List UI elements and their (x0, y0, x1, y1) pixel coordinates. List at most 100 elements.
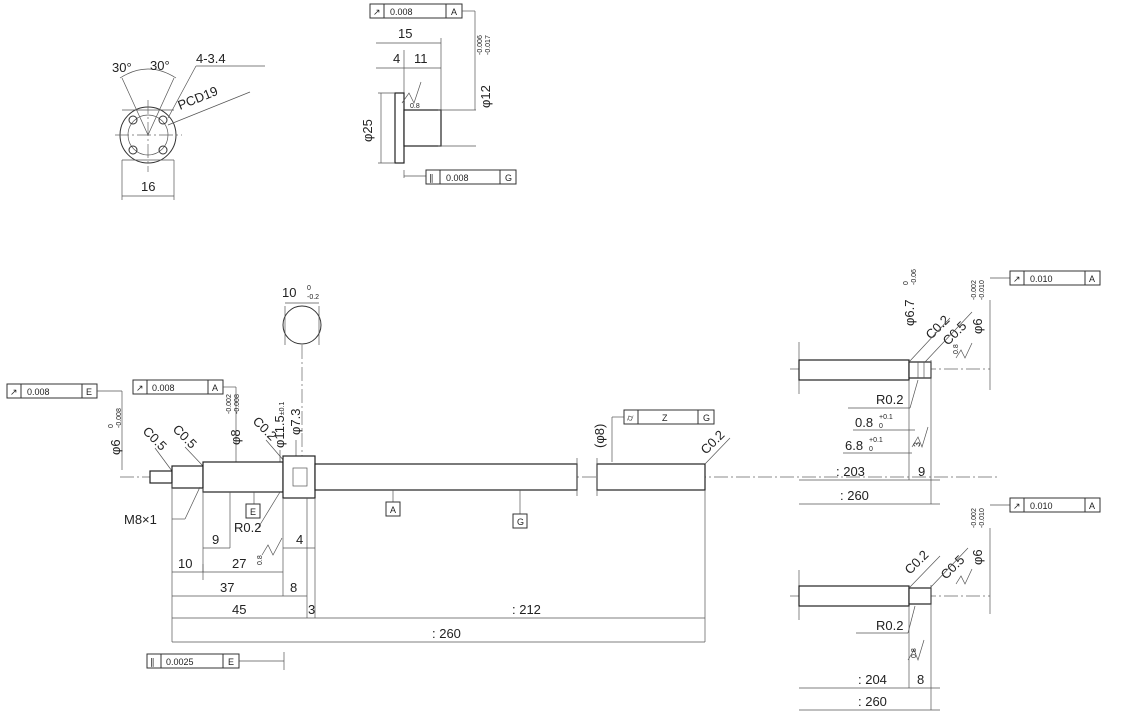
fcf-datum: A (212, 383, 218, 393)
dim-45: 45 (232, 602, 246, 617)
shaft-tip (149, 470, 173, 484)
fcf-symbol: ↗ (10, 387, 18, 397)
c02-right: C0.2 (698, 427, 728, 457)
fcf-symbol: ⌭ (627, 413, 634, 423)
dia-12-upper: -0.006 (477, 35, 484, 55)
fcf-runout-top: ↗ 0.008 A (369, 3, 476, 110)
end-view: 30° 30° 4-3.4 PCD19 16 (112, 51, 265, 200)
angle-left-label: 30° (112, 60, 132, 75)
fcf-tolerance: Z (662, 413, 668, 423)
dia-6-bottom: φ6 (970, 549, 985, 565)
section-dim: 10 (282, 285, 296, 300)
fcf-tolerance: 0.008 (27, 387, 50, 397)
dia-6-top-upper: -0.002 (971, 280, 978, 300)
fcf-datum: G (505, 173, 512, 183)
dia-12-lower: -0.017 (485, 35, 492, 55)
dia-6-7-lower: -0.06 (911, 269, 918, 285)
r02-top: R0.2 (876, 392, 903, 407)
fcf-profile-right: ⌭ Z G (611, 409, 715, 462)
bearing-journal (202, 461, 284, 493)
thread-section (171, 465, 204, 489)
flange-view: ↗ 0.008 A 15 4 11 φ25 φ12 -0.006 -0.017 … (360, 3, 517, 185)
dim-212: : 212 (512, 602, 541, 617)
dim-4: 4 (393, 51, 400, 66)
fcf-datum: A (1089, 501, 1095, 511)
fcf-tolerance: 0.008 (390, 7, 413, 17)
fcf-parallel-bottom: ∥ 0.0025 E (146, 652, 285, 670)
dim-37: 37 (220, 580, 234, 595)
section-tol-lower: -0.2 (307, 294, 319, 301)
ra-bottom: 0.8 (911, 648, 918, 658)
dim-11: 11 (414, 51, 428, 66)
dia-7-3: φ7.3 (288, 408, 303, 435)
dim-0-8: 0.8 (855, 415, 873, 430)
dim-0-8-tol-lower: 0 (879, 423, 883, 430)
fcf-symbol: ∥ (150, 657, 155, 667)
dia-8-upper: -0.002 (226, 394, 233, 414)
dim-6-8: 6.8 (845, 438, 863, 453)
datum-g: G (517, 517, 524, 527)
dim-9: 9 (212, 532, 219, 547)
dia-6-bottom-upper: -0.002 (971, 508, 978, 528)
dia-6-lower: -0.008 (116, 408, 123, 428)
dia-6-top: φ6 (970, 318, 985, 334)
dim-8: 8 (290, 580, 297, 595)
detail-shaft (798, 585, 910, 607)
r02-label: R0.2 (234, 520, 261, 535)
dim-260-bottom: : 260 (858, 694, 887, 709)
dia-6-upper: 0 (108, 424, 115, 428)
datum-e: E (250, 507, 256, 517)
dia-12: φ12 (478, 85, 493, 108)
r02-bottom: R0.2 (876, 618, 903, 633)
fcf-datum: E (228, 657, 234, 667)
width-dim: 16 (141, 179, 155, 194)
dia-6-7-upper: 0 (903, 281, 910, 285)
dim-260-top: : 260 (840, 488, 869, 503)
flange-body (394, 92, 405, 164)
fcf-datum: E (86, 387, 92, 397)
dia-11-5: φ11.5±0.1 (272, 402, 287, 448)
detail-groove (908, 587, 932, 605)
dim-6-8-tol-lower: 0 (869, 446, 873, 453)
fcf-symbol: ↗ (373, 7, 381, 17)
section-circle (282, 305, 322, 345)
angle-right-label: 30° (150, 58, 170, 73)
fcf-symbol: ↗ (1013, 274, 1021, 284)
c05-b: C0.5 (170, 422, 200, 452)
fcf-runout-left: ↗ 0.008 E (6, 383, 123, 470)
c05-a: C0.5 (140, 424, 170, 454)
dim-204: : 204 (858, 672, 887, 687)
ra-top-small: 0.8 (953, 344, 960, 354)
fcf-tolerance: 0.010 (1030, 501, 1053, 511)
fcf-symbol: ↗ (136, 383, 144, 393)
bolt-hole (158, 145, 168, 155)
section-tol-upper: 0 (307, 285, 311, 292)
dia-8: φ8 (228, 429, 243, 445)
fcf-tolerance: 0.010 (1030, 274, 1053, 284)
bolt-hole (158, 115, 168, 125)
fcf-tolerance: 0.008 (152, 383, 175, 393)
fcf-parallel-bottom: ∥ 0.008 G (403, 169, 517, 185)
fcf-tolerance: 0.0025 (166, 657, 194, 667)
dim-9-top: 9 (918, 464, 925, 479)
fcf-runout-detail-bottom: ↗ 0.010 A (990, 497, 1101, 513)
bolt-hole (128, 115, 138, 125)
dia-8-lower: -0.008 (234, 394, 241, 414)
fcf-runout-detail-top: ↗ 0.010 A (990, 270, 1101, 286)
fcf-tolerance: 0.008 (446, 173, 469, 183)
dim-203: : 203 (836, 464, 865, 479)
dim-8-bottom: 8 (917, 672, 924, 687)
detail-bottom: C0.2 C0.5 φ6 -0.002 -0.010 ↗ 0.010 A R0.… (790, 497, 1101, 711)
collar (282, 455, 316, 499)
shaft-stub (403, 109, 442, 147)
detail-shaft (798, 359, 910, 381)
dim-4: 4 (296, 532, 303, 547)
dim-3-top: 3 (912, 442, 922, 447)
holes-label: 4-3.4 (196, 51, 226, 66)
detail-top: φ6.7 0 -0.06 C0.2 C0.5 φ6 -0.002 -0.010 … (790, 269, 1101, 505)
detail-groove (908, 361, 932, 379)
flat-slot (292, 467, 308, 487)
dia-6-top-lower: -0.010 (979, 280, 986, 300)
fcf-runout-mid: ↗ 0.008 A (132, 379, 237, 462)
dim-260: : 260 (432, 626, 461, 641)
